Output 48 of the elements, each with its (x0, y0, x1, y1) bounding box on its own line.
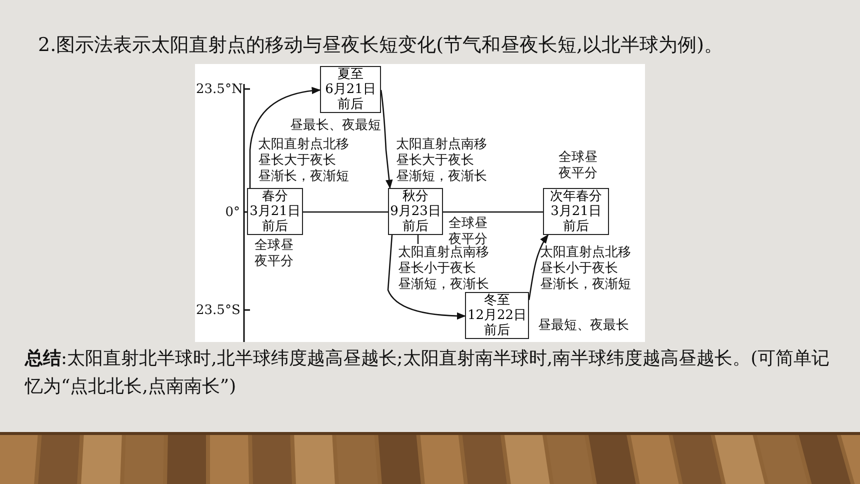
date-label: 前后 (336, 97, 364, 112)
note-text: 昼长大于夜长 (396, 153, 474, 169)
date-label: 6月21日 (324, 82, 377, 97)
note-text: 全球昼夜平分 (448, 216, 488, 247)
connector-line (303, 211, 388, 213)
solstice-box (465, 292, 529, 339)
term-label: 冬至 (483, 293, 511, 308)
note-text: 昼渐短，夜渐长 (398, 277, 489, 293)
note-text: 昼最长、夜最短 (290, 118, 381, 134)
date-label: 3月21日 (550, 204, 602, 219)
arrow (528, 234, 549, 300)
latitude-label: 23.5°S (196, 303, 240, 319)
solstice-box (320, 66, 381, 113)
note-text: 全球昼夜平分 (254, 238, 294, 270)
note-text: 太阳直射点南移 (398, 245, 489, 261)
note-text: 昼长小于夜长 (398, 261, 476, 277)
summary-text: 总结:太阳直射北半球时,北半球纬度越高昼越长;太阳直射南半球时,南半球纬度越高昼越长。(可简单记忆为“点北北长,点南南长”) (25, 347, 831, 399)
note-text: 昼长大于夜长 (258, 153, 336, 169)
date-label: 3月21日 (248, 204, 302, 219)
term-label: 次年春分 (549, 189, 603, 204)
note-text: 昼渐长，夜渐短 (258, 169, 349, 185)
title-text: 2.图示法表示太阳直射点的移动与昼夜长短变化(节气和昼夜长短,以北半球为例)。 (38, 33, 723, 58)
latitude-label: 23.5°N (196, 82, 240, 98)
term-label: 夏至 (336, 67, 364, 82)
note-text: 昼长小于夜长 (540, 261, 618, 277)
arrow (249, 87, 321, 188)
note-text: 太阳直射点北移 (540, 245, 631, 261)
note-text: 昼渐短，夜渐长 (396, 169, 487, 185)
date-label: 前后 (261, 219, 289, 234)
connector-line (443, 211, 543, 213)
note-text: 昼渐长，夜渐短 (540, 277, 631, 293)
date-label: 前后 (483, 323, 511, 338)
term-label: 春分 (261, 189, 289, 204)
note-text: 太阳直射点南移 (396, 137, 487, 153)
latitude-label: 0° (224, 205, 240, 221)
date-label: 12月22日 (466, 308, 528, 323)
term-label: 秋分 (402, 189, 430, 204)
equinox-box (543, 188, 609, 235)
date-label: 前后 (402, 219, 430, 234)
note-text: 昼最短、夜最长 (538, 318, 629, 334)
arrow (387, 234, 466, 320)
arrow (380, 90, 393, 189)
equinox-box (247, 188, 303, 235)
note-text: 全球昼夜平分 (558, 150, 598, 182)
date-label: 前后 (562, 219, 590, 234)
date-label: 9月23日 (389, 204, 442, 219)
note-text: 太阳直射点北移 (258, 137, 349, 153)
equinox-box (388, 188, 443, 235)
